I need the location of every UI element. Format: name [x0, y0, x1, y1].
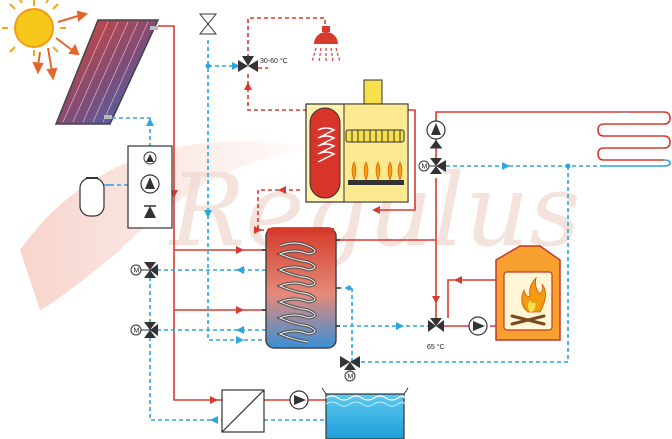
thermostatic-valve-65: 65 °C — [427, 318, 445, 351]
thermostatic-mixing-valve: 30-60 °C — [238, 56, 288, 72]
pump-icon — [140, 174, 160, 194]
gauge-icon — [143, 151, 157, 165]
cold-water-inlet-pipe — [207, 40, 266, 341]
fireplace-return-pipe — [358, 166, 569, 363]
setpoint-label-65: 65 °C — [427, 343, 445, 351]
floor-heating-coil — [597, 111, 671, 167]
solar-collector — [54, 19, 160, 125]
gas-boiler — [305, 79, 409, 203]
flame-icon — [521, 276, 546, 313]
shower-head-icon — [311, 26, 341, 63]
burner-flames-icon — [351, 161, 403, 181]
motor-label: M — [134, 328, 140, 335]
check-valve-icon — [144, 205, 156, 218]
fireplace-pump — [468, 316, 488, 336]
air-vent-icon — [198, 13, 218, 35]
boiler-coil — [317, 127, 336, 163]
motor-label: M — [422, 164, 428, 171]
heat-exchanger-icon — [345, 129, 405, 143]
check-valve-icon — [430, 140, 442, 149]
fireplace — [495, 245, 561, 341]
boiler-flow-pipe — [380, 109, 416, 211]
pool-pump — [289, 390, 309, 410]
setpoint-label-30-60: 30-60 °C — [260, 57, 288, 65]
flue — [363, 79, 383, 107]
motor-label: M — [134, 268, 140, 275]
water-waves — [325, 395, 405, 401]
logs-icon — [510, 314, 546, 326]
floor-heating-pump — [426, 120, 446, 140]
motor-valve-solar-lower: M — [130, 322, 158, 338]
solar-supply-pipe — [158, 25, 175, 250]
boiler-dhw-pipe — [247, 67, 310, 111]
fireplace-flow-pipe — [447, 279, 496, 318]
motor-label: M — [348, 374, 354, 381]
sun-icon — [2, 0, 89, 81]
pool-heat-exchanger — [221, 389, 265, 433]
swimming-pool — [321, 387, 409, 439]
motor-valve-tank-bottom: M — [340, 356, 360, 382]
tank-bottom-return-pipe — [336, 287, 353, 362]
shower-supply-pipe — [247, 17, 326, 58]
hot-to-exchanger-pipe — [173, 250, 222, 401]
solar-pump-station — [127, 145, 173, 229]
motor-valve-solar-upper: M — [130, 262, 158, 278]
motor-valve-floor: M — [418, 158, 446, 174]
expansion-vessel — [79, 177, 110, 217]
exchanger-return-pipe — [149, 270, 222, 421]
storage-tank — [262, 227, 352, 349]
